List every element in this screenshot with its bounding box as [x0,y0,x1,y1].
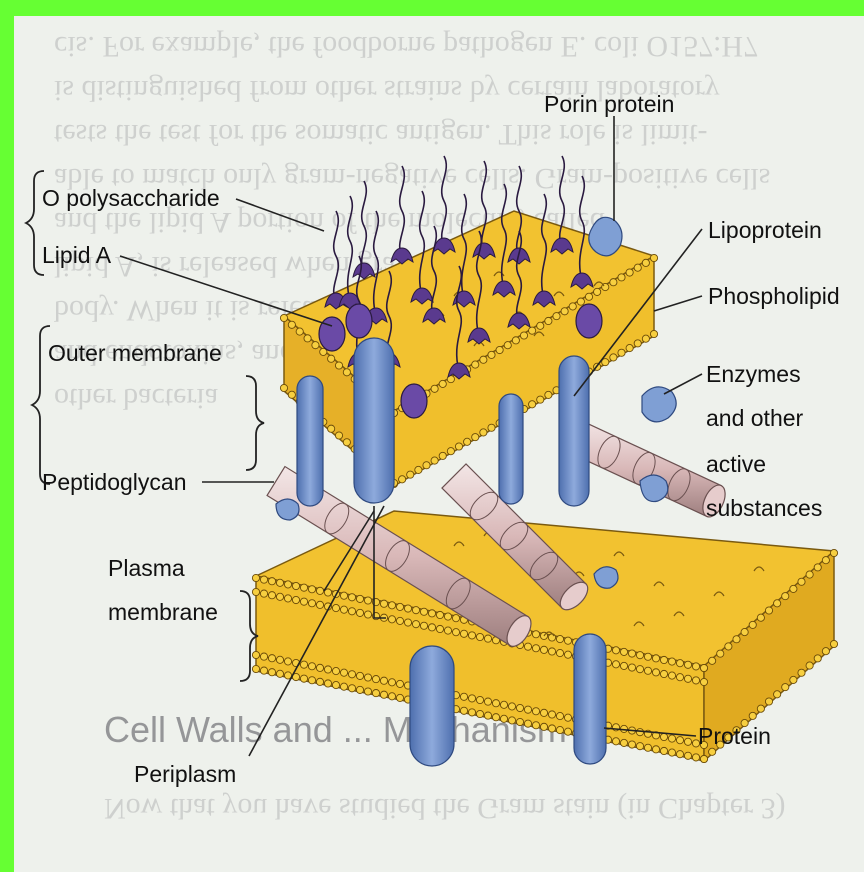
label-enzymes-line3: active [706,451,766,477]
label-plasma: Plasma [108,555,185,581]
label-lipoprotein: Lipoprotein [708,217,822,243]
label-porin-protein: Porin protein [544,91,674,117]
label-o-polysaccharide: O polysaccharide [42,185,220,211]
diagram-frame: cis. For example, the foodborne pathogen… [14,16,864,872]
cell-wall-diagram: Porin protein O polysaccharide Lipid A L… [14,16,864,872]
label-peptidoglycan: Peptidoglycan [42,469,187,495]
label-phospholipid: Phospholipid [708,283,840,309]
label-enzymes: Enzymes [706,361,801,387]
label-plasma-line2: membrane [108,599,218,625]
label-periplasm: Periplasm [134,761,236,787]
label-lipid-a: Lipid A [42,242,112,268]
porin-protein-shape [589,217,622,256]
label-enzymes-line2: and other [706,405,804,431]
label-outer-membrane: Outer membrane [48,340,222,366]
label-protein: Protein [698,723,771,749]
label-enzymes-line4: substances [706,495,822,521]
